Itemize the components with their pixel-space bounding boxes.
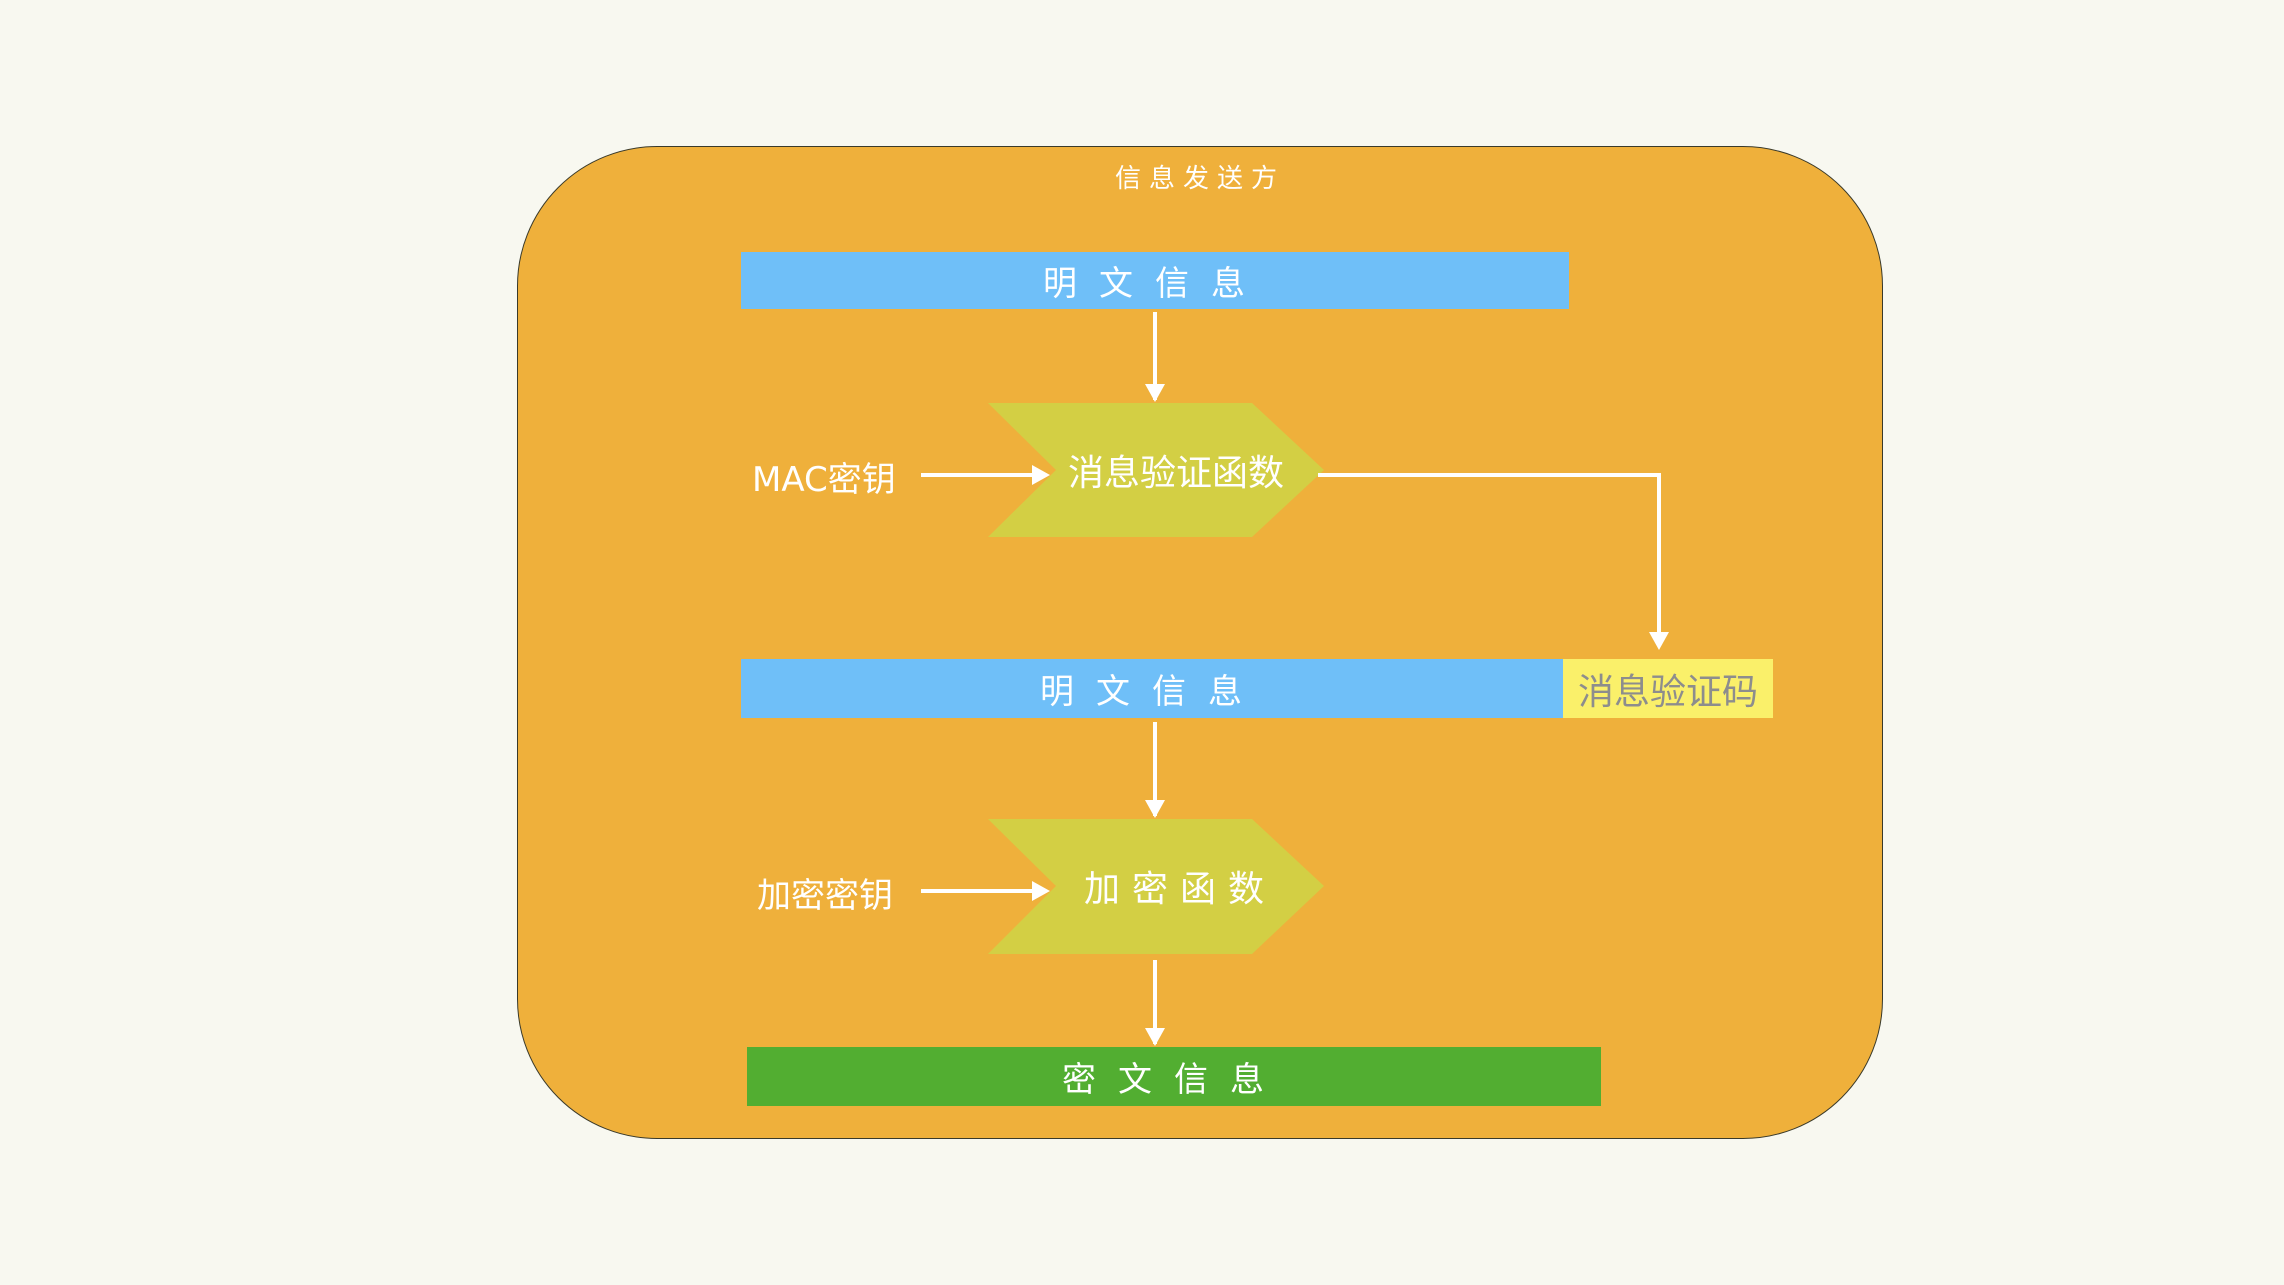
arrowhead-icon [1145, 800, 1165, 818]
arrowhead-icon [1032, 465, 1050, 485]
arrowhead-icon [1032, 881, 1050, 901]
arrow-mac-to-code [1318, 473, 1661, 646]
arrowhead-icon [1649, 632, 1669, 650]
sender-title: 信息发送方 [1114, 164, 1285, 194]
plaintext-block-top: 明文信息 [741, 252, 1569, 309]
mac-key-label: MAC密钥 [752, 460, 896, 500]
mac-function-label: 消息验证函数 [1067, 453, 1284, 494]
encryption-key-label: 加密密钥 [757, 876, 893, 916]
encryption-function-chevron [988, 819, 1324, 954]
mac-code-block: 消息验证码 [1563, 659, 1773, 718]
encryption-function-label: 加密函数 [1083, 869, 1276, 910]
mac-function-chevron [988, 403, 1324, 537]
arrowhead-icon [1145, 384, 1165, 402]
arrowhead-icon [1145, 1028, 1165, 1046]
ciphertext-block: 密文信息 [747, 1047, 1601, 1106]
plaintext-block-middle: 明文信息 [741, 659, 1563, 718]
